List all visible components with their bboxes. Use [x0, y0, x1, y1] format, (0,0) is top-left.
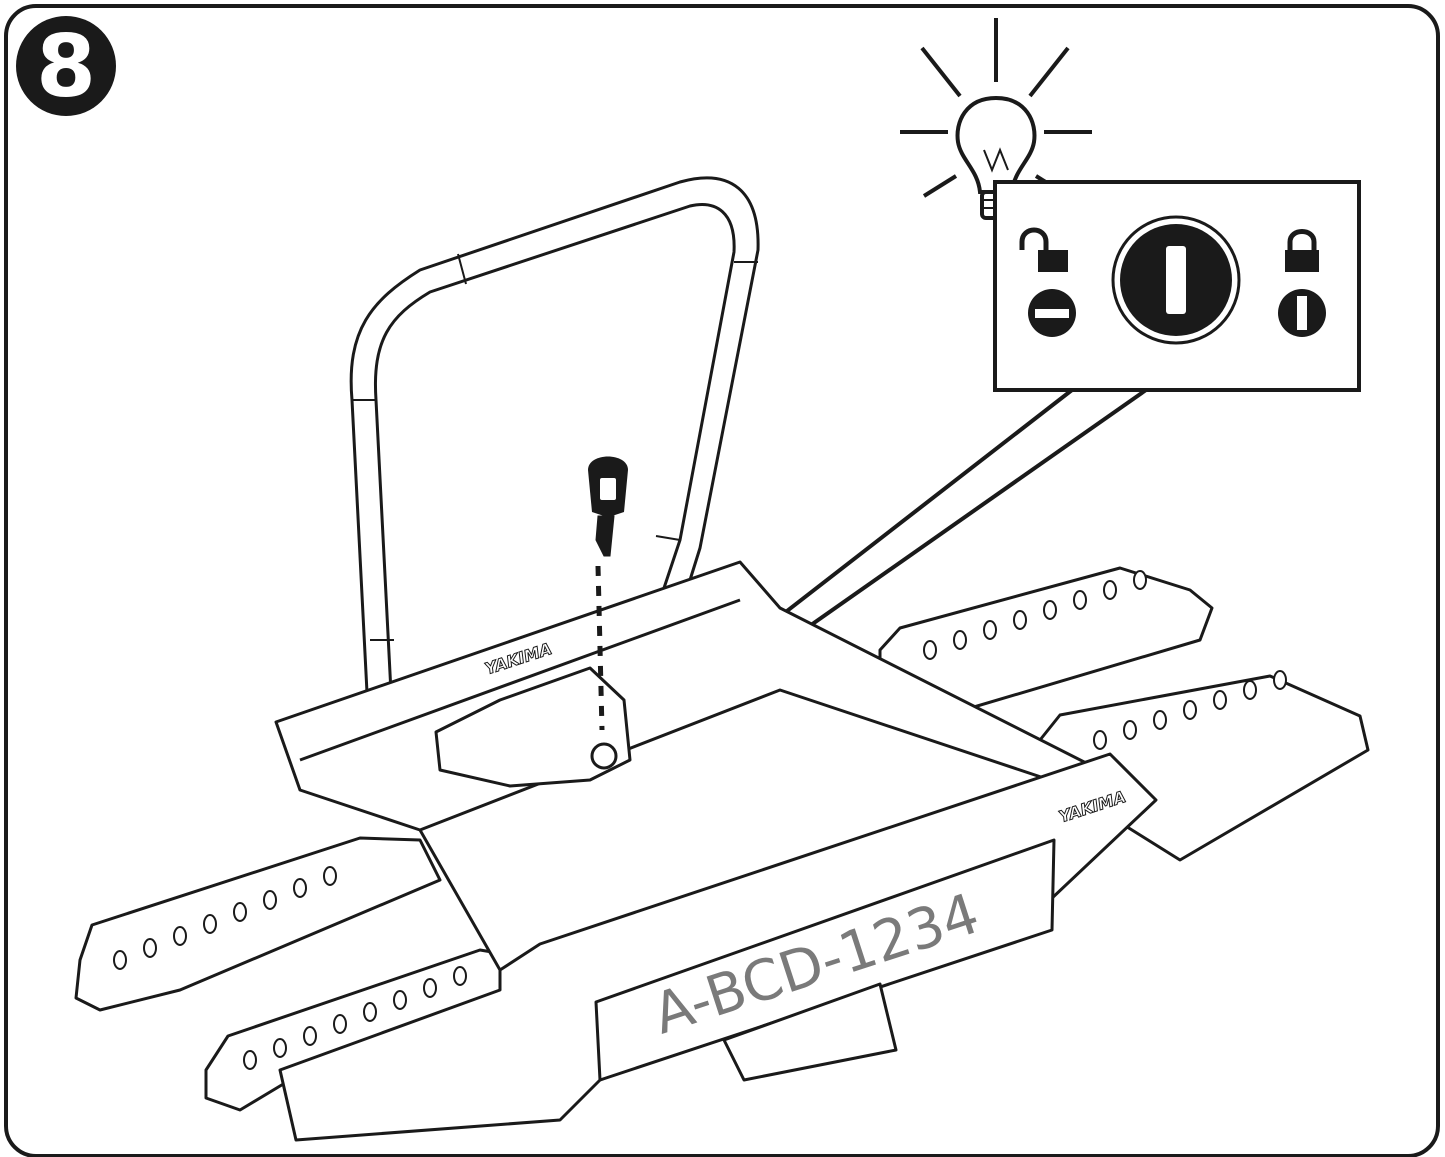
- key-cylinder-icon: [1111, 215, 1241, 345]
- carrier-hoop-bar: [349, 176, 760, 714]
- lock-cylinder: [590, 742, 618, 770]
- unlocked-padlock-icon: [1019, 227, 1068, 272]
- bike-carrier: [74, 176, 1370, 1142]
- locked-padlock-icon: [1285, 229, 1319, 272]
- lock-callout-box: [993, 180, 1361, 392]
- locked-position-icon: [1278, 289, 1326, 337]
- rear-wheel-rail-left: [74, 836, 442, 1012]
- rail-perforations: [113, 570, 1287, 1070]
- unlocked-position-icon: [1028, 289, 1076, 337]
- step-number: 8: [36, 17, 96, 117]
- key-insertion-guide: [595, 565, 605, 731]
- key-icon: [588, 456, 628, 557]
- lock-housing: [434, 666, 632, 788]
- hitch-step: [722, 982, 898, 1082]
- step-badge: 8: [16, 16, 116, 117]
